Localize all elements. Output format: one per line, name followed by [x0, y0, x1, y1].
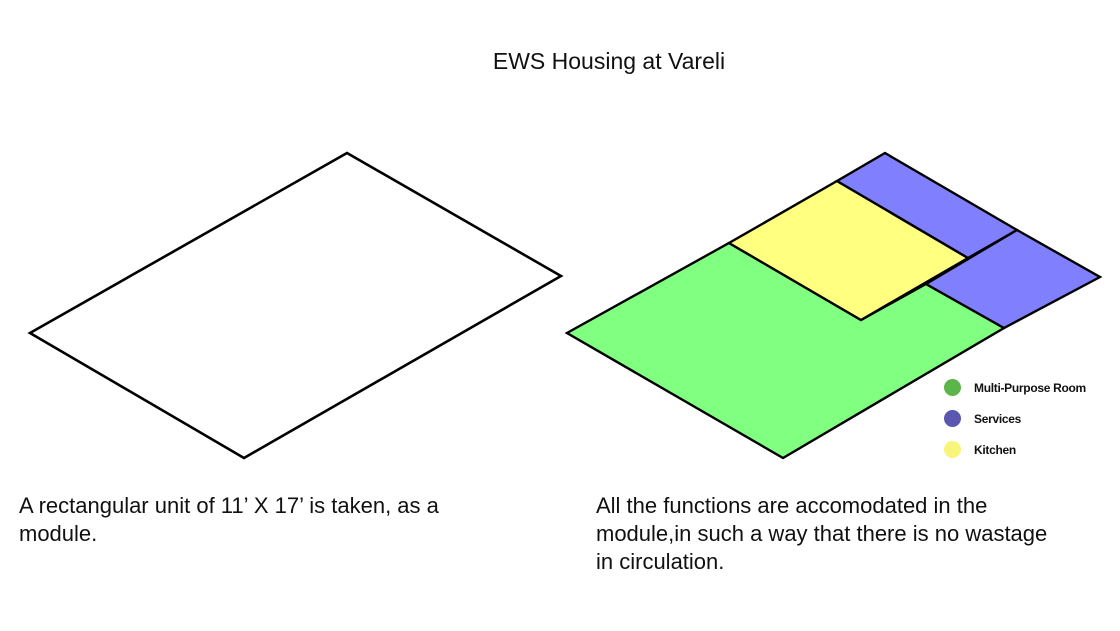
- legend-item-multi-purpose-room: Multi-Purpose Room: [944, 372, 1086, 403]
- zone-services-lower: [923, 228, 1103, 330]
- legend: Multi-Purpose Room Services Kitchen: [944, 372, 1086, 465]
- page-title: EWS Housing at Vareli: [492, 48, 726, 74]
- zoning-caption: All the functions are accomodated in the…: [596, 493, 1048, 574]
- legend-label: Services: [974, 411, 1021, 426]
- legend-label: Kitchen: [974, 442, 1016, 457]
- legend-swatch-green: [944, 379, 961, 396]
- legend-swatch-blue: [944, 410, 961, 427]
- zoned-module: [564, 151, 1103, 460]
- legend-item-services: Services: [944, 403, 1086, 434]
- legend-swatch-yellow: [944, 441, 961, 458]
- module-outline: [27, 151, 564, 460]
- legend-label: Multi-Purpose Room: [974, 380, 1086, 395]
- legend-item-kitchen: Kitchen: [944, 434, 1086, 465]
- module-caption: A rectangular unit of 11’ X 17’ is taken…: [19, 493, 439, 546]
